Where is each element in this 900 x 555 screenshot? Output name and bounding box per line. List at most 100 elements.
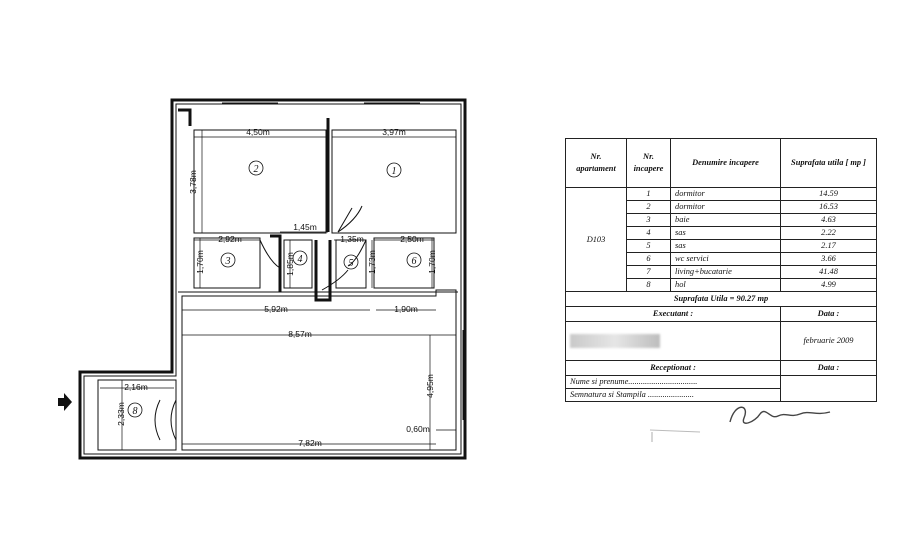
room-area-cell: 2.22 (780, 226, 877, 240)
executant-header-row: Executant : Data : (565, 306, 877, 322)
receptionat-header-row: Receptionat : Data : (565, 360, 877, 376)
dim-3-97: 3,97m (382, 127, 406, 137)
room-6-number: 6 (412, 256, 417, 267)
dim-1-90: 1,90m (394, 304, 418, 314)
table-row: 8 hol 4.99 (566, 278, 877, 292)
room-number-cell: 5 (626, 239, 671, 253)
room-8-number: 8 (133, 406, 138, 417)
dim-5-92: 5,92m (264, 304, 288, 314)
executant-row: februarie 2009 (565, 321, 877, 361)
room-5-number: 5 (349, 258, 354, 269)
signature-stamp (649, 406, 831, 442)
room-2-outline (193, 129, 327, 234)
semnatura-row: Semnatura si Stampila ..................… (565, 388, 877, 402)
dim-1-73: 1,73m (367, 250, 377, 274)
room-8-outline (97, 379, 177, 451)
receptionat-date-cell (780, 375, 877, 402)
room-8-marker (127, 402, 143, 418)
dim-7-82: 7,82m (298, 438, 322, 448)
room-number-cell: 4 (626, 226, 671, 240)
room-number-cell: 1 (626, 187, 671, 201)
outer-walls (78, 98, 467, 460)
total-area: Suprafata Utila = 90.27 mp (565, 291, 877, 307)
room-number-cell: 3 (626, 213, 671, 227)
room-name-cell: living+bucatarie (670, 265, 781, 279)
dim-2-50: 2,50m (400, 234, 424, 244)
room-2-number: 2 (254, 164, 259, 175)
table-row: D103 1 dormitor 14.59 (565, 187, 877, 292)
table-header-row: Nr. apartament Nr. incapere Denumire inc… (565, 138, 877, 188)
room-area-cell: 41.48 (780, 265, 877, 279)
table-row: 4 sas 2.22 (566, 226, 877, 240)
dim-2-33: 2,33m (116, 402, 126, 426)
room-number-cell: 6 (626, 252, 671, 266)
room-labels: 2 1 3 4 5 6 8 (127, 160, 422, 418)
room-1-outline (331, 129, 457, 234)
dimension-lines (100, 130, 456, 450)
table-row: 2 dormitor 16.53 (566, 200, 877, 214)
redacted-text (570, 334, 660, 348)
header-room-name: Denumire incapere (670, 138, 781, 188)
executant-data-label: Data : (780, 306, 877, 322)
room-area-cell: 4.63 (780, 213, 877, 227)
room-6-outline (373, 237, 435, 289)
dim-1-85: 1,85m (285, 252, 295, 276)
dim-1-70-right: 1,70m (427, 250, 437, 274)
room-name-cell: sas (670, 226, 781, 240)
total-row: Suprafata Utila = 90.27 mp (565, 291, 877, 307)
room-number-cell: 7 (626, 265, 671, 279)
room-area-cell: 2.17 (780, 239, 877, 253)
room-3-marker (220, 252, 236, 268)
room-name-cell: wc servici (670, 252, 781, 266)
executant-label: Executant : (565, 306, 781, 322)
receptionat-label: Receptionat : (565, 360, 781, 376)
room-name-cell: dormitor (670, 200, 781, 214)
dimension-labels: 4,50m 3,97m 3,78m 2,92m 1,45m 1,35m 2,50… (116, 127, 437, 448)
table-row: 3 baie 4.63 (566, 213, 877, 227)
executant-date: februarie 2009 (780, 321, 877, 361)
semnatura-label: Semnatura si Stampila ..................… (565, 388, 781, 402)
dim-2-16: 2,16m (124, 382, 148, 392)
header-area: Suprafata utila [ mp ] (780, 138, 877, 188)
room-2-marker (248, 160, 264, 176)
dim-1-35: 1,35m (340, 234, 364, 244)
room-4-number: 4 (298, 254, 303, 265)
room-number-cell: 2 (626, 200, 671, 214)
nume-row: Nume si prenume.........................… (565, 375, 877, 402)
room-7-outline (181, 289, 457, 451)
dim-0-60: 0,60m (406, 424, 430, 434)
room-name-cell: hol (670, 278, 781, 292)
room-area-cell: 16.53 (780, 200, 877, 214)
apartment-number: D103 (565, 187, 627, 292)
entry-arrow (58, 393, 72, 411)
room-area-cell: 4.99 (780, 278, 877, 292)
executant-name-redacted (565, 321, 781, 361)
room-4-outline (283, 239, 313, 289)
dim-1-45: 1,45m (293, 222, 317, 232)
room-name-cell: sas (670, 239, 781, 253)
dim-1-70-left: 1,70m (195, 250, 205, 274)
room-3-number: 3 (225, 256, 231, 267)
dim-8-57: 8,57m (288, 329, 312, 339)
dim-3-78: 3,78m (188, 170, 198, 194)
header-room-number: Nr. incapere (626, 138, 671, 188)
room-3-outline (193, 237, 261, 289)
area-table: Nr. apartament Nr. incapere Denumire inc… (565, 138, 877, 402)
room-1-number: 1 (392, 166, 397, 177)
dim-2-92: 2,92m (218, 234, 242, 244)
receptionat-data-label: Data : (780, 360, 877, 376)
room-5-marker (343, 254, 359, 270)
room-1-marker (386, 162, 402, 178)
room-4-marker (292, 250, 308, 266)
dim-4-95: 4,95m (425, 374, 435, 398)
dim-4-50: 4,50m (246, 127, 270, 137)
header-apartment: Nr. apartament (565, 138, 627, 188)
room-name-cell: baie (670, 213, 781, 227)
room-6-marker (406, 252, 422, 268)
room-number-cell: 8 (626, 278, 671, 292)
room-area-cell: 14.59 (780, 187, 877, 201)
floor-plan: 2 1 3 4 5 6 8 4,50m 3,97m (58, 98, 467, 460)
nume-prenume-label: Nume si prenume.........................… (565, 375, 781, 389)
room-area-cell: 3.66 (780, 252, 877, 266)
room-name-cell: dormitor (670, 187, 781, 201)
